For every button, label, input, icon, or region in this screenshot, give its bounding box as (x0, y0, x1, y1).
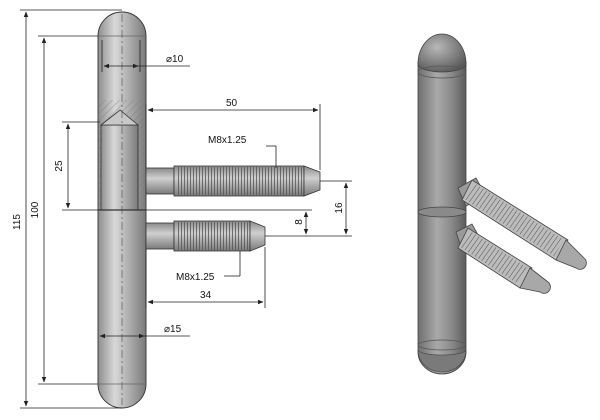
dim-center-length: 100 (30, 201, 41, 218)
upper-pin-tip-3d (555, 239, 587, 270)
dim-lower-thread: M8x1.25 (176, 272, 215, 283)
lower-pin-tip (249, 220, 266, 252)
bottom-dome-3d (417, 349, 467, 373)
lower-thread-lines (176, 222, 248, 250)
joint-ring-3d (417, 206, 467, 218)
bottom-ring-3d (417, 339, 467, 351)
upper-thread-lines-3d (464, 183, 564, 256)
dim-sleeve-length: 25 (54, 160, 65, 172)
bore (100, 124, 139, 211)
lower-pin-tip-3d (519, 267, 551, 294)
dimension-labels: 115 100 25 ⌀10 50 M8x1.25 16 8 M8x1.25 3… (12, 54, 345, 335)
dim-pin-offset: 8 (294, 219, 305, 225)
upper-thread-lines (176, 167, 302, 195)
lower-thread-lines-3d (460, 231, 528, 284)
dimension-lines (20, 9, 352, 409)
lower-pin-shank (145, 222, 175, 250)
dim-body-diameter: ⌀15 (164, 324, 182, 335)
upper-pin-tip (303, 165, 321, 197)
top-dome-3d (417, 33, 467, 73)
hinge-front-view (97, 11, 321, 409)
bore-cone (99, 109, 140, 126)
dim-lower-pin-reach: 34 (200, 290, 212, 301)
dim-overall-length: 115 (12, 214, 23, 230)
hinge-3d-view (417, 33, 587, 375)
dim-head-diameter: ⌀10 (166, 54, 184, 65)
top-dome-ring (417, 65, 467, 79)
upper-pin-shank (145, 167, 175, 195)
dim-upper-pin-reach: 50 (226, 98, 238, 109)
dim-pin-spacing: 16 (334, 202, 345, 214)
barrel-3d (417, 61, 467, 375)
dim-upper-thread: M8x1.25 (208, 135, 247, 146)
